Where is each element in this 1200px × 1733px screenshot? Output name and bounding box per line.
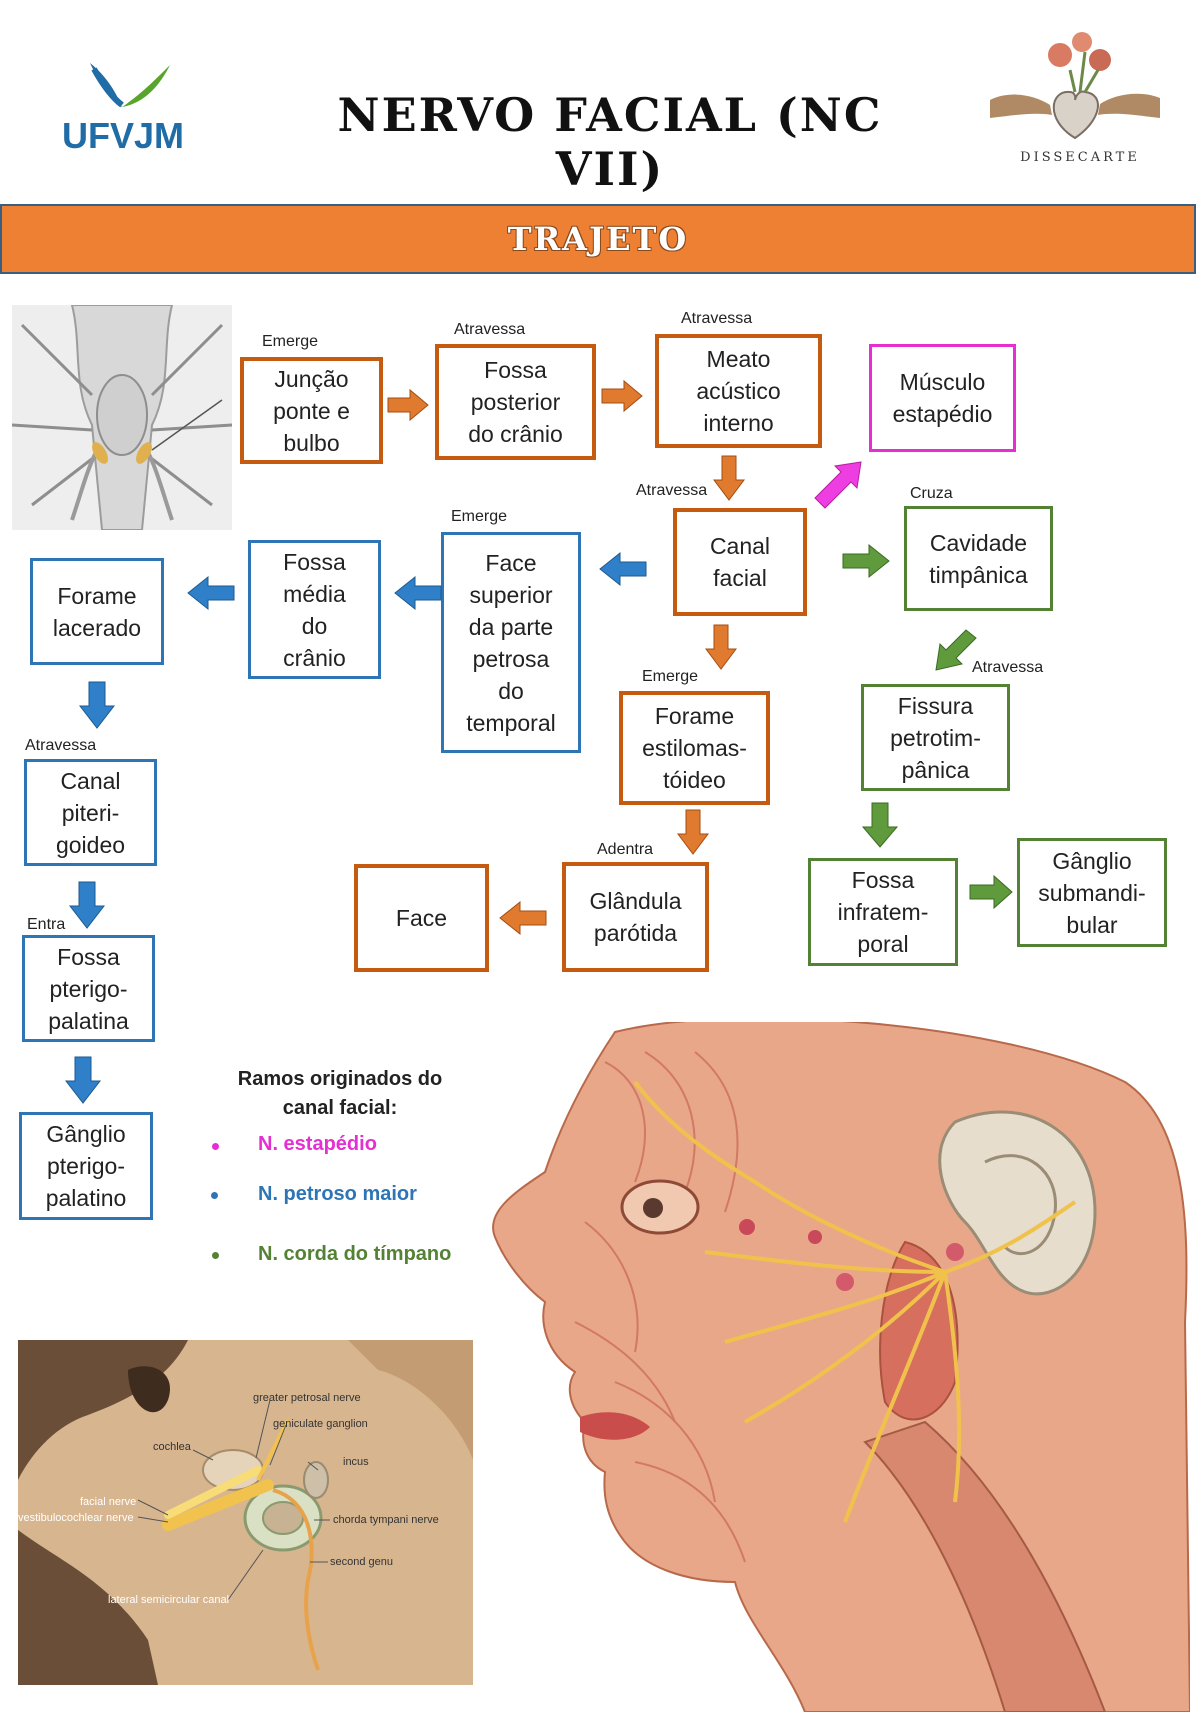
box-fossa-pterigopalatina: Fossa pterigo- palatina: [22, 935, 155, 1042]
arrow-canal-to-face-superior: [599, 551, 647, 587]
box-ganglio-sub-text: Gânglio submandi- bular: [1038, 847, 1146, 938]
box-ganglio-pterigopalatino: Gânglio pterigo- palatino: [19, 1112, 153, 1220]
box-fossa-posterior-text: Fossa posterior do crânio: [468, 357, 563, 447]
label-atravessa-5: Atravessa: [25, 737, 97, 754]
ear-label-incus: incus: [343, 1456, 369, 1468]
label-atravessa-1: Atravessa: [454, 321, 526, 338]
petrous-bone-illustration: greater petrosal nerve geniculate gangli…: [18, 1340, 473, 1685]
box-canal-pterigoideo-text: Canal piteri- goideo: [55, 767, 126, 858]
box-forame-estilo-text: Forame estilomas- tóideo: [642, 703, 747, 793]
brainstem-illustration: [11, 304, 233, 531]
ear-label-chorda-tympani: chorda tympani nerve: [333, 1514, 439, 1526]
box-meato-text: Meato acústico interno: [696, 346, 781, 436]
arrow-juncao-to-fossa-posterior: [387, 388, 429, 422]
arrow-canal-to-cavidade: [842, 543, 890, 579]
box-forame-lacerado-text: Forame lacerado: [52, 582, 142, 641]
arrow-fissura-to-fossa-infra: [861, 802, 899, 848]
label-emerge-1: Emerge: [262, 333, 319, 350]
box-ganglio-pterigo-text: Gânglio pterigo- palatino: [45, 1121, 127, 1211]
facial-nerve-head-illustration: [485, 1022, 1190, 1712]
arrow-forame-estilo-to-glandula: [677, 809, 709, 855]
label-emerge-2: Emerge: [451, 508, 508, 525]
box-glandula-parotida: Glândula parótida: [562, 862, 709, 972]
box-canal-pterigoideo: Canal piteri- goideo: [24, 759, 157, 866]
dissecarte-logo-text: DISSECARTE: [1020, 150, 1140, 165]
box-ganglio-submandibular: Gânglio submandi- bular: [1017, 838, 1167, 947]
box-fossa-infratemporal: Fossa infratem- poral: [808, 858, 958, 966]
dissecarte-logo: DISSECARTE: [990, 20, 1160, 175]
box-fissura-text: Fissura petrotim- pânica: [890, 692, 981, 783]
arrow-face-superior-to-fossa-media: [394, 575, 442, 611]
label-atravessa-2: Atravessa: [681, 310, 753, 327]
box-canal-facial-text: Canal facial: [709, 533, 771, 591]
ear-label-greater-petrosal: greater petrosal nerve: [253, 1392, 361, 1404]
arrow-fossa-pterigo-to-ganglio: [64, 1056, 102, 1104]
legend-bullet-blue: [211, 1192, 218, 1199]
label-atravessa-3: Atravessa: [636, 482, 708, 499]
banner-label: TRAJETO: [507, 220, 689, 258]
ear-label-vestibulocochlear: vestibulocochlear nerve: [18, 1512, 134, 1524]
ear-label-second-genu: second genu: [330, 1556, 393, 1568]
box-musculo-text: Músculo estapédio: [892, 369, 993, 427]
page-title: NERVO FACIAL (NC VII): [337, 88, 883, 196]
label-atravessa-4: Atravessa: [972, 659, 1044, 676]
label-cruza: Cruza: [910, 485, 953, 502]
ufvjm-logo-text: UFVJM: [62, 115, 185, 156]
box-face-superior-text: Face superior da parte petrosa do tempor…: [466, 549, 556, 736]
ear-label-facial-nerve: facial nerve: [80, 1496, 137, 1508]
box-juncao-text: Junção ponte e bulbo: [273, 365, 350, 456]
box-cavidade-timpanica: Cavidade timpânica: [904, 506, 1053, 611]
arrow-canal-to-musculo: [814, 461, 862, 509]
box-juncao-ponte-bulbo: Junção ponte e bulbo: [240, 357, 383, 464]
box-musculo-estapedio: Músculo estapédio: [869, 344, 1016, 452]
arrow-fossa-media-to-forame-lacerado: [187, 575, 235, 611]
label-adentra: Adentra: [597, 841, 654, 858]
ear-label-lateral-canal: lateral semicircular canal: [108, 1594, 230, 1606]
box-forame-lacerado: Forame lacerado: [30, 558, 164, 665]
arrow-glandula-to-face: [499, 900, 547, 936]
arrow-fossa-posterior-to-meato: [601, 379, 643, 413]
box-fossa-media-text: Fossa média do crânio: [283, 548, 346, 671]
heart-hands-illustration: [990, 32, 1160, 140]
arrow-canal-to-fossa-pterigo: [68, 881, 106, 929]
ear-label-cochlea: cochlea: [153, 1441, 191, 1453]
box-fossa-media: Fossa média do crânio: [248, 540, 381, 679]
box-fossa-pterigo-text: Fossa pterigo- palatina: [48, 943, 129, 1034]
box-fossa-posterior: Fossa posterior do crânio: [435, 344, 596, 460]
arrow-fossa-infra-to-ganglio-sub: [969, 874, 1013, 910]
box-forame-estilomastoideo: Forame estilomas- tóideo: [619, 691, 770, 805]
box-face-superior: Face superior da parte petrosa do tempor…: [441, 532, 581, 753]
legend-item-petroso-maior: N. petroso maior: [258, 1183, 417, 1205]
arrow-canal-to-forame-estilo: [705, 624, 737, 670]
arrow-cavidade-to-fissura: [935, 629, 977, 671]
box-meato-acustico: Meato acústico interno: [655, 334, 822, 448]
box-cavidade-text: Cavidade timpânica: [929, 529, 1028, 588]
label-emerge-3: Emerge: [642, 668, 699, 685]
label-entra: Entra: [27, 916, 66, 933]
ufvjm-logo: UFVJM: [60, 55, 190, 165]
ear-label-geniculate: geniculate ganglion: [273, 1418, 368, 1430]
arrow-lacerado-to-canal-pterigoideo: [78, 681, 116, 729]
legend-bullet-green: [212, 1252, 219, 1259]
legend-title: Ramos originados do canal facial:: [237, 1068, 443, 1119]
legend-bullet-pink: [212, 1143, 219, 1150]
box-canal-facial: Canal facial: [673, 508, 807, 616]
box-glandula-text: Glândula parótida: [589, 888, 682, 946]
legend-item-estapedio: N. estapédio: [258, 1133, 377, 1155]
trajeto-banner: TRAJETO: [0, 204, 1196, 274]
legend-item-corda-timpano: N. corda do tímpano: [258, 1243, 452, 1265]
box-fossa-infra-text: Fossa infratem- poral: [837, 867, 929, 957]
box-face: Face: [354, 864, 489, 972]
box-fissura-petrotimpanica: Fissura petrotim- pânica: [861, 684, 1010, 791]
arrow-meato-to-canal-facial: [713, 455, 745, 501]
box-face-text: Face: [395, 905, 448, 931]
ufvjm-logo-mark: [90, 63, 170, 108]
